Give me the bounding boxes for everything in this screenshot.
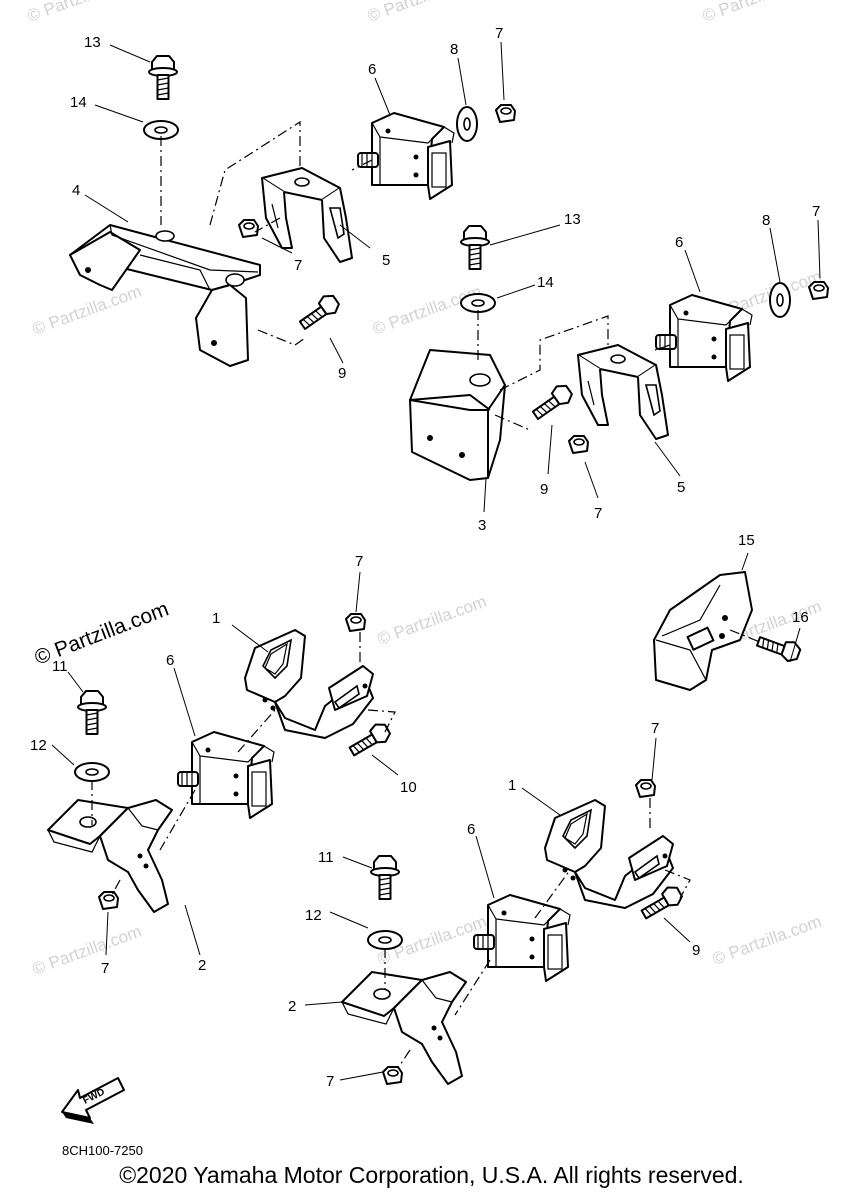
callout-6: 6	[368, 61, 376, 78]
watermark: © Partzilla.com	[30, 922, 144, 979]
watermark: © Partzilla.com	[710, 912, 824, 969]
callout-3: 3	[478, 517, 486, 534]
callout-15: 15	[738, 532, 755, 549]
callout-11: 11	[318, 849, 334, 866]
callout-7: 7	[495, 25, 503, 42]
nut-7	[382, 1066, 403, 1085]
callout-6: 6	[467, 821, 475, 838]
callout-10: 10	[400, 779, 417, 796]
bracket-3	[409, 349, 506, 481]
callout-11: 11	[52, 658, 68, 675]
callout-5: 5	[677, 479, 685, 496]
callout-1: 1	[212, 610, 220, 627]
bracket-4	[69, 224, 261, 367]
callout-8: 8	[450, 41, 458, 58]
callout-7: 7	[101, 960, 109, 977]
watermark: © Partzilla.com	[375, 592, 489, 649]
fwd-arrow-icon: FWD	[61, 1077, 125, 1124]
callout-4: 4	[72, 182, 80, 199]
callout-7: 7	[326, 1073, 334, 1090]
assembly-lower-left	[47, 613, 396, 913]
bracket-5	[577, 344, 669, 440]
partzilla-brand-label: © Partzilla.com	[32, 597, 172, 669]
callout-2: 2	[288, 998, 296, 1015]
nut-7	[345, 613, 366, 632]
bracket-2	[341, 971, 467, 1085]
callout-7: 7	[594, 505, 602, 522]
watermark: © Partzilla.com	[25, 0, 139, 26]
nut-7	[495, 104, 516, 123]
callout-1: 1	[508, 777, 516, 794]
watermark: © Partzilla.com	[30, 282, 144, 339]
bolt-10	[345, 719, 394, 760]
callout-9: 9	[540, 481, 548, 498]
bolt-11	[77, 690, 107, 735]
callout-14: 14	[537, 274, 554, 291]
watermark: © Partzilla.com	[365, 0, 479, 26]
bolt-9	[294, 290, 343, 334]
callout-2: 2	[198, 957, 206, 974]
diagram-code: 8CH100-7250	[62, 1143, 143, 1158]
rubber-mount-6	[357, 112, 455, 200]
washer-14	[460, 293, 496, 313]
callout-9: 9	[338, 365, 346, 382]
bolt-9	[527, 380, 576, 424]
washer-12	[74, 762, 110, 782]
nut-7	[238, 219, 259, 238]
callout-9: 9	[692, 942, 700, 959]
callout-12: 12	[305, 907, 322, 924]
assembly-lower-right	[341, 779, 691, 1085]
bracket-1	[544, 799, 674, 909]
rubber-mount-6	[473, 894, 571, 982]
assembly-top-left	[69, 55, 516, 367]
callout-12: 12	[30, 737, 47, 754]
stopper-15	[653, 571, 753, 691]
callout-8: 8	[762, 212, 770, 229]
callout-7: 7	[294, 257, 302, 274]
bracket-5	[261, 167, 353, 263]
callout-7: 7	[812, 203, 820, 220]
washer-12	[367, 930, 403, 950]
callout-7: 7	[355, 553, 363, 570]
nut-7	[808, 281, 829, 300]
callout-7: 7	[651, 720, 659, 737]
callout-16: 16	[792, 609, 809, 626]
nut-7	[98, 891, 119, 910]
watermark: © Partzilla.com	[700, 0, 814, 26]
bolt-13	[460, 225, 490, 270]
callout-13: 13	[564, 211, 581, 228]
callout-6: 6	[675, 234, 683, 251]
nut-7	[568, 435, 589, 454]
copyright-notice: ©2020 Yamaha Motor Corporation, U.S.A. A…	[119, 1162, 744, 1188]
bolt-11	[370, 855, 400, 900]
callout-13: 13	[84, 34, 101, 51]
callout-14: 14	[70, 94, 87, 111]
rubber-mount-6	[655, 294, 753, 382]
callout-labels: 13 14 4 6 8 7 7 5 9 13 14 6 8 7 9 7 5 3 …	[30, 25, 820, 1090]
nut-7	[635, 779, 656, 798]
rubber-mount-6	[177, 731, 275, 819]
bracket-1	[244, 629, 374, 739]
callout-5: 5	[382, 252, 390, 269]
callout-6: 6	[166, 652, 174, 669]
leader-lines	[51, 41, 821, 1081]
bolt-13	[148, 55, 178, 100]
assembly-top-right	[409, 225, 829, 481]
assembly-stopper	[653, 571, 803, 691]
